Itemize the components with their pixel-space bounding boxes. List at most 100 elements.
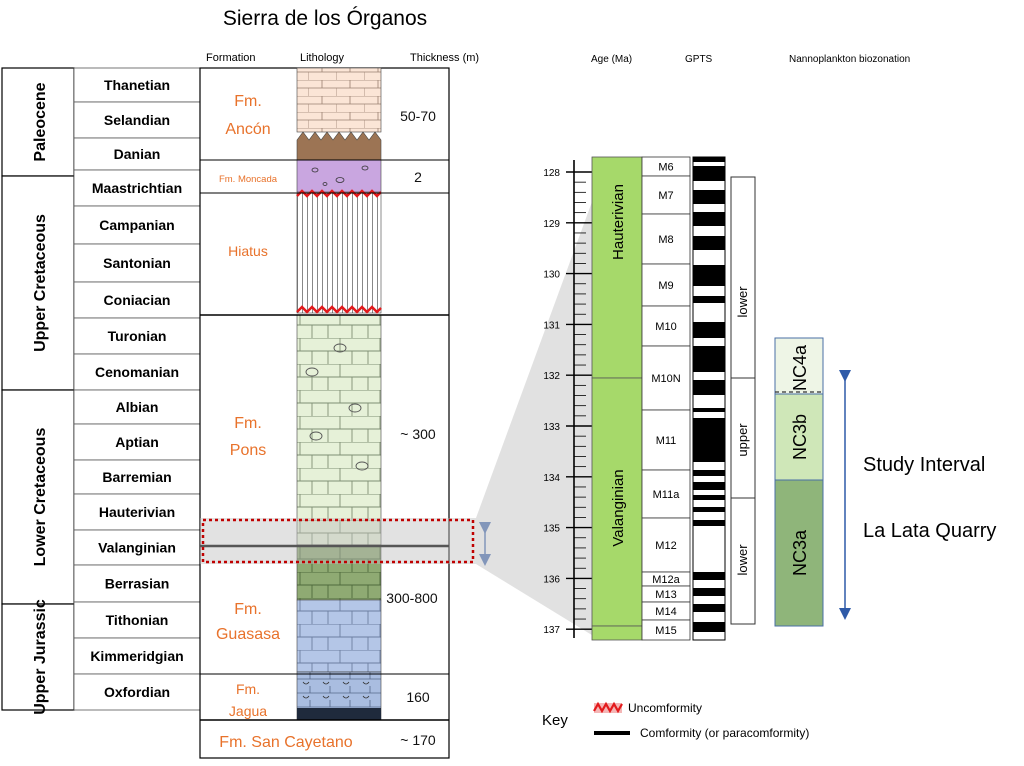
gpts-normal-polarity-band [693, 265, 725, 286]
lithology-moncada [296, 159, 382, 193]
stage-label: Kimmeridgian [90, 648, 183, 664]
epoch-cell [1, 389, 75, 605]
thickness-san-cayetano: ~ 170 [400, 732, 436, 748]
gpts-normal-polarity-band [693, 520, 725, 526]
chron-label: M13 [655, 589, 676, 601]
stage-cell [73, 389, 201, 425]
gpts-normal-polarity-band [693, 380, 725, 395]
stage-label: Coniacian [104, 292, 171, 308]
age-stage-berriasian-sliver [591, 625, 643, 641]
epoch-cell [1, 175, 75, 391]
formation-guasasa-line2: Guasasa [216, 626, 280, 643]
stage-label: Campanian [99, 217, 174, 233]
formation-ancon-line2: Ancón [225, 121, 270, 138]
substage-lower-valanginian [730, 497, 756, 625]
chron-cell [641, 619, 691, 641]
gpts-normal-polarity-band [693, 588, 725, 596]
stage-label: Santonian [103, 255, 171, 271]
formation-hiatus: Hiatus [228, 243, 268, 259]
thickness-guasasa: 300-800 [386, 590, 438, 606]
stage-cell [73, 493, 201, 531]
age-stage-hauterivian [591, 156, 643, 379]
nanno-zone-nc3b [774, 393, 824, 481]
key-unconformity-swatch [593, 701, 623, 714]
epoch-label: Paleocene [32, 82, 49, 161]
header-gpts: GPTS [685, 54, 713, 65]
gpts-normal-polarity-band [693, 157, 725, 162]
gpts-normal-polarity-band [693, 495, 725, 500]
chron-label: M8 [658, 234, 673, 246]
age-tick-label: 131 [543, 320, 560, 331]
chron-label: M15 [655, 625, 676, 637]
stage-cell [73, 673, 201, 711]
chron-cell [641, 345, 691, 411]
key-conformity-swatch [594, 731, 630, 735]
formation-boundaries [200, 159, 449, 721]
chron-cell [641, 517, 691, 573]
age-tick-label: 134 [543, 473, 560, 484]
substage-label-2: upper [735, 423, 750, 457]
age-stage-label-hauterivian: Hauterivian [610, 184, 627, 260]
gpts-normal-polarity-band [693, 418, 725, 462]
nanno-label-nc3a: NC3a [790, 529, 810, 576]
gpts-normal-polarity-band [693, 212, 725, 226]
study-interval-label: Study Interval [863, 454, 985, 476]
formation-guasasa-line1: Fm. [234, 601, 262, 618]
chron-label: M9 [658, 280, 673, 292]
stage-cell [73, 169, 201, 207]
stage-cell [73, 637, 201, 675]
lithology-pons [296, 314, 382, 546]
epoch-label: Upper Jurassic [32, 599, 49, 715]
nanno-label-nc3b: NC3b [790, 414, 810, 460]
gpts-normal-polarity-band [693, 190, 725, 204]
nanno-zone-nc4a [774, 337, 824, 395]
stage-label: Albian [116, 399, 159, 415]
stage-label: Turonian [108, 328, 167, 344]
formation-moncada: Fm. Moncada [219, 174, 278, 185]
chron-cell [641, 263, 691, 307]
thickness-ancon: 50-70 [400, 108, 436, 124]
chron-label: M12a [652, 574, 680, 586]
stage-label: Hauterivian [99, 504, 175, 520]
age-tick-label: 137 [543, 625, 560, 636]
header-formation: Formation [206, 52, 256, 64]
epoch-label: Upper Cretaceous [32, 214, 49, 352]
lithology-guasasa [296, 599, 382, 673]
chron-label: M14 [655, 606, 676, 618]
gpts-frame [692, 156, 726, 641]
substage-upper-valanginian [730, 377, 756, 499]
lithology-ancon-sawtooth [296, 131, 382, 161]
stage-label: Barremian [102, 469, 171, 485]
formation-ancon-line1: Fm. [234, 93, 262, 110]
header-nanno: Nannoplankton biozonation [789, 54, 910, 65]
study-interval-box [201, 518, 475, 564]
lithology-moncada-pebbles [311, 165, 369, 186]
thickness-pons: ~ 300 [400, 426, 436, 442]
chron-label: M6 [658, 162, 673, 174]
gpts-normal-polarity-band [693, 166, 725, 181]
header-lithology: Lithology [300, 52, 345, 64]
gpts-normal-polarity-band [693, 296, 725, 303]
figure-title: Sierra de los Órganos [223, 7, 427, 30]
age-tick-label: 132 [543, 371, 560, 382]
gpts-normal-polarity-band [693, 604, 725, 612]
chron-cell [641, 213, 691, 265]
substage-label-1: lower [735, 286, 750, 318]
unconformity-base-hiatus [296, 305, 382, 314]
chron-label: M7 [658, 190, 673, 202]
lithology-base-bar [297, 708, 381, 720]
lithology-valanginian [296, 544, 382, 601]
formation-pons-line2: Pons [230, 442, 266, 459]
thickness-values: 50-70 2 ~ 300 300-800 160 ~ 170 [386, 108, 438, 748]
key-unconformity-label: Uncomformity [628, 701, 702, 715]
age-tick-label: 130 [543, 270, 560, 281]
chron-cell [641, 175, 691, 215]
gpts-normal-polarity-band [693, 507, 725, 512]
age-stage-valanginian [591, 377, 643, 627]
lithology-column [296, 67, 382, 721]
gpts-normal-polarity-band [693, 408, 725, 412]
study-band-shade [200, 518, 476, 564]
lithology-pons-nodules [305, 343, 369, 471]
key-label: Key [542, 712, 568, 729]
